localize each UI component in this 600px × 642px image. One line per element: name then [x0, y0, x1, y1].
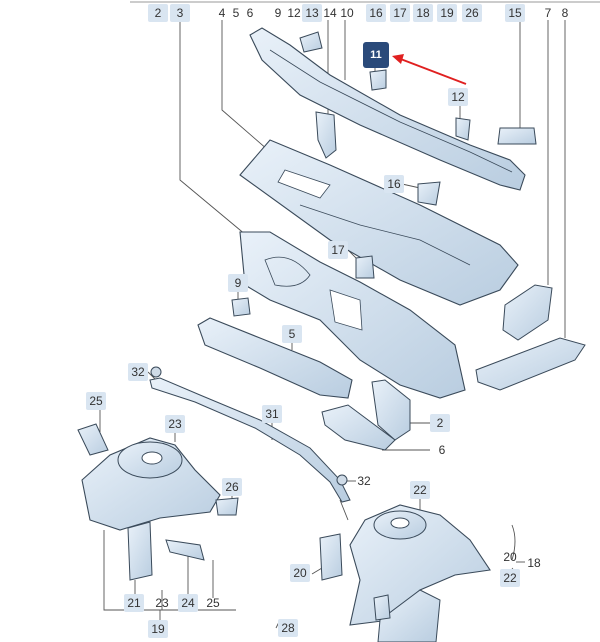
callout-top-16: 16: [366, 4, 386, 22]
bracket-24: [165, 539, 205, 561]
callout-22: 22: [410, 481, 430, 499]
callout-bottom-19: 19: [148, 620, 168, 638]
bracket-17: [355, 255, 375, 279]
bracket-13: [299, 31, 323, 53]
callout-top-6: 6: [246, 6, 254, 20]
callout-6: 6: [438, 443, 446, 457]
callout-31: 31: [262, 405, 282, 423]
callout-top-4: 4: [218, 6, 226, 20]
callout-top-13: 13: [302, 4, 322, 22]
panel-2: [371, 379, 411, 441]
bracket-26: [215, 497, 239, 516]
callout-12: 12: [448, 88, 468, 106]
callout-top-8: 8: [561, 6, 569, 20]
callout-top-15: 15: [505, 4, 525, 22]
bracket-14: [315, 111, 337, 159]
bracket-20: [319, 533, 343, 581]
bracket-28: [373, 594, 391, 621]
bracket-12: [455, 117, 471, 141]
callout-top-9: 9: [274, 6, 282, 20]
bracket-25-left: [77, 423, 109, 456]
callout-top-14: 14: [323, 6, 337, 20]
nut-32b: [336, 474, 348, 486]
strut-brace-31: [149, 377, 351, 503]
gusset-7: [502, 284, 553, 341]
callout-top-2: 2: [148, 4, 168, 22]
bracket-9: [231, 297, 251, 317]
callout-20-left: 20: [290, 564, 310, 582]
callout-28: 28: [278, 619, 298, 637]
callout-top-26: 26: [462, 4, 482, 22]
callout-23: 23: [165, 415, 185, 433]
cowl-crossmember: [249, 27, 526, 191]
nut-32a: [150, 366, 162, 378]
callout-11-highlighted[interactable]: 11: [363, 42, 389, 68]
callout-bottom-21: 21: [124, 594, 144, 612]
callout-32-lower: 32: [357, 474, 371, 488]
callout-top-5: 5: [232, 6, 240, 20]
callout-top-7: 7: [544, 6, 552, 20]
callout-top-10: 10: [340, 6, 354, 20]
callout-bottom-23: 23: [155, 596, 169, 610]
callout-22-right: 22: [500, 569, 520, 587]
callout-top-19: 19: [437, 4, 457, 22]
arrow-head: [392, 54, 404, 64]
callout-18: 18: [527, 556, 541, 570]
bracket-16: [417, 181, 441, 206]
bracket-11: [369, 69, 387, 91]
lower-crossmember: [197, 317, 353, 399]
callout-25-left: 25: [86, 392, 106, 410]
bracket-21: [127, 521, 153, 581]
callout-5: 5: [282, 325, 302, 343]
callout-top-17: 17: [390, 4, 410, 22]
callout-32-upper: 32: [128, 363, 148, 381]
callout-9: 9: [228, 274, 248, 292]
bracket-15: [497, 127, 537, 145]
callout-top-12: 12: [287, 6, 301, 20]
callout-17: 17: [328, 241, 348, 259]
callout-bottom-24: 24: [178, 594, 198, 612]
highlight-arrow: [397, 57, 467, 85]
callout-2: 2: [430, 414, 450, 432]
callout-20-right: 20: [503, 550, 517, 564]
callout-26: 26: [222, 478, 242, 496]
callout-top-3: 3: [170, 4, 190, 22]
callout-top-18: 18: [413, 4, 433, 22]
panel-6: [321, 404, 396, 451]
plate-8: [475, 337, 586, 391]
callout-16: 16: [384, 175, 404, 193]
callout-bottom-25: 25: [206, 596, 220, 610]
lower-rail-right: [377, 589, 441, 642]
